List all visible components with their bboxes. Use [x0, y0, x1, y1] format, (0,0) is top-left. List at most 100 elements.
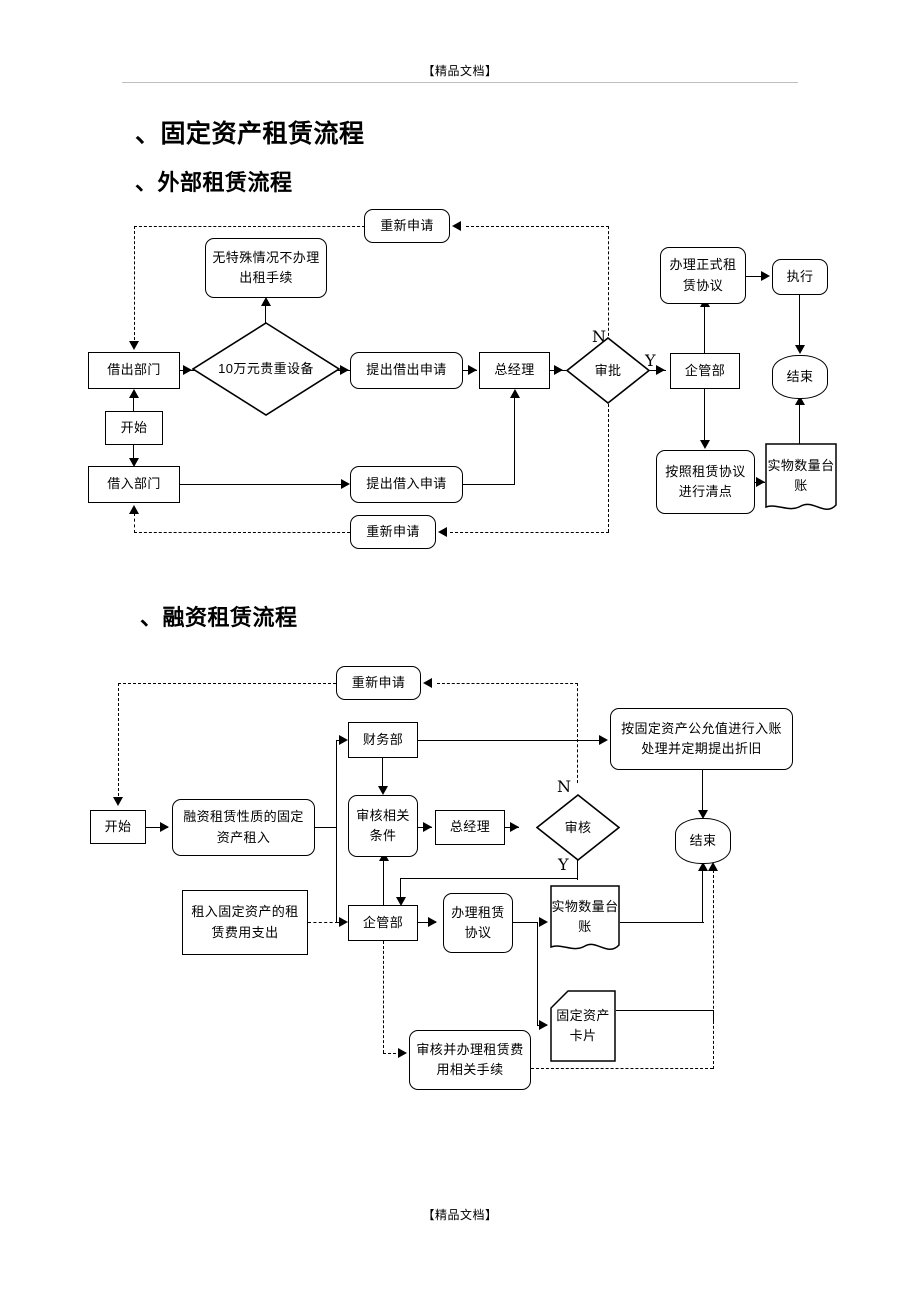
fc2-arrow-to-finance-dept [339, 735, 348, 745]
fc1-node-submit-lend-app[interactable]: 提出借出申请 [350, 352, 463, 389]
fc1-node-formal-agreement[interactable]: 办理正式租赁协议 [660, 247, 746, 304]
fc2-arrow-to-ledger [539, 917, 548, 927]
fc2-start-label: 开始 [104, 818, 132, 834]
fc1-arrow-decision-to-lendapp [340, 365, 349, 375]
fc1-node-start[interactable]: 开始 [105, 411, 163, 445]
fc2-arrow-yes-to-entdept [396, 897, 406, 906]
fc2-arrow-fee-to-end [708, 862, 718, 871]
fc1-line-entdept-down [704, 389, 706, 441]
fc2-node-finance-dept[interactable]: 财务部 [348, 722, 418, 758]
fc2-reapply-label: 重新申请 [351, 674, 406, 690]
fc2-node-physical-ledger[interactable]: 实物数量台账 [550, 885, 620, 957]
fc2-node-lease-agreement[interactable]: 办理租赁协议 [443, 893, 513, 953]
fc1-enterprise-dept-label: 企管部 [684, 362, 726, 378]
fc1-node-inventory-check[interactable]: 按照租赁协议进行清点 [656, 450, 755, 514]
fc2-label-branch-no: N [557, 777, 571, 796]
fc1-node-physical-ledger[interactable]: 实物数量台账 [765, 443, 837, 517]
fc2-line-agreement-right [513, 922, 538, 924]
fc1-line-agreement-to-execute [746, 276, 766, 278]
fc1-node-end[interactable]: 结束 [772, 355, 828, 399]
fc1-decision-equipment-label: 10万元贵重设备 [218, 361, 314, 377]
fc2-arrow-ledger-to-end [698, 862, 708, 871]
fc1-arrow-reapply-top [452, 221, 461, 231]
fc2-dashed-left-down [118, 683, 119, 796]
fc1-node-borrow-dept[interactable]: 借入部门 [88, 466, 180, 503]
fc2-decision-review-shape [536, 794, 620, 861]
fc2-line-finance-to-fairvalue [418, 740, 604, 742]
fc1-arrow-borrowapp-to-gm [510, 389, 520, 398]
fc2-line-yes-down2 [400, 878, 402, 900]
fc1-arrow-entdept-to-check [700, 440, 710, 449]
fc2-dashed-fee-right [531, 1068, 713, 1069]
fc1-submit-lend-app-label: 提出借出申请 [366, 362, 447, 378]
fc2-line-yes-left [400, 878, 578, 880]
fc1-node-submit-borrow-app[interactable]: 提出借入申请 [350, 466, 463, 503]
fc2-dashed-fee-up [713, 870, 714, 1069]
fc1-node-execute[interactable]: 执行 [772, 259, 828, 295]
section-title-external: 、外部租赁流程 [135, 170, 293, 195]
fc1-node-reapply-bottom[interactable]: 重新申请 [350, 515, 436, 549]
fc1-node-reapply-top[interactable]: 重新申请 [364, 209, 450, 243]
header-watermark: 【精品文档】 [422, 64, 498, 78]
fc1-arrow-decision-to-nospecial [261, 297, 271, 306]
fc1-line-borrow-to-borrowapp [180, 484, 345, 486]
fc2-finance-lease-asset-label: 融资租赁性质的固定资产租入 [183, 809, 304, 845]
fc1-decision-equipment[interactable]: 10万元贵重设备 [192, 322, 340, 416]
fc1-arrow-agreement-to-execute [761, 271, 770, 281]
fc2-node-asset-card[interactable]: 固定资产卡片 [550, 990, 616, 1062]
fc2-review-fee-process-label: 审核并办理租赁费用相关手续 [416, 1041, 524, 1077]
fc1-line-start-to-borrow [133, 445, 135, 463]
fc1-no-special-case-label: 无特殊情况不办理出租手续 [212, 249, 320, 285]
fc2-node-lease-expense[interactable]: 租入固定资产的租赁费用支出 [182, 890, 308, 955]
fc2-node-reapply[interactable]: 重新申请 [336, 666, 421, 700]
fc2-node-review-fee-process[interactable]: 审核并办理租赁费用相关手续 [409, 1030, 531, 1090]
fc1-dashed-left-down [134, 226, 135, 340]
fc1-arrow-lendapp-to-gm [468, 365, 477, 375]
fc1-inventory-check-label: 按照租赁协议进行清点 [665, 463, 746, 499]
fc1-node-lend-dept[interactable]: 借出部门 [88, 352, 180, 389]
fc1-dashed-to-reapply-top [466, 226, 609, 227]
fc2-decision-review[interactable]: 审核 [536, 794, 620, 861]
fc2-node-fair-value-entry[interactable]: 按固定资产公允值进行入账处理并定期提出折旧 [610, 708, 793, 770]
footer-watermark: 【精品文档】 [422, 1208, 498, 1222]
fc2-node-end[interactable]: 结束 [675, 818, 731, 864]
fc1-arrow-into-borrow-dept [129, 505, 139, 514]
fc1-line-ledger-to-end [799, 399, 801, 445]
fc1-label-branch-no: N [592, 327, 606, 346]
fc2-node-finance-lease-asset[interactable]: 融资租赁性质的固定资产租入 [172, 799, 315, 856]
fc1-physical-ledger-label: 实物数量台账 [767, 457, 835, 493]
fc2-node-review-conditions[interactable]: 审核相关条件 [348, 795, 418, 857]
fc1-arrow-reapply-bottom [438, 527, 447, 537]
fc2-dashed-expense-to-entdept [308, 922, 338, 923]
fc1-dashed-n-branch-up [608, 226, 609, 346]
fc2-line-entdept-up [383, 860, 385, 906]
fc2-arrow-to-fee-process [398, 1048, 407, 1058]
fc1-arrow-approve-to-entdept [656, 365, 665, 375]
fc2-line-yes-down [577, 858, 579, 880]
fc2-arrow-to-ent-dept [339, 917, 348, 927]
fc2-line-asset-vertical [336, 740, 338, 922]
fc2-node-general-manager[interactable]: 总经理 [435, 810, 505, 845]
fc1-node-no-special-case[interactable]: 无特殊情况不办理出租手续 [205, 238, 327, 298]
fc2-lease-expense-label: 租入固定资产的租赁费用支出 [191, 904, 299, 940]
fc2-node-start[interactable]: 开始 [90, 810, 146, 844]
fc1-decision-approve[interactable]: 审批 [566, 337, 650, 404]
fc1-node-general-manager[interactable]: 总经理 [479, 352, 550, 389]
fc2-line-agreement-down [537, 922, 539, 1025]
fc2-asset-card-label: 固定资产卡片 [556, 1007, 610, 1043]
fc1-dashed-reapply-bottom-left [134, 532, 350, 533]
fc1-arrow-execute-to-end [795, 345, 805, 354]
fc2-dashed-reapply-left [118, 683, 336, 684]
section-title-finance: 、融资租赁流程 [140, 605, 298, 630]
fc1-lend-dept-label: 借出部门 [107, 362, 161, 378]
fc2-arrow-gm-to-decision [510, 822, 519, 832]
fc2-end-label: 结束 [689, 832, 717, 848]
fc1-node-enterprise-dept[interactable]: 企管部 [670, 353, 740, 389]
fc2-lease-agreement-label: 办理租赁协议 [451, 904, 505, 940]
fc2-node-enterprise-dept[interactable]: 企管部 [348, 905, 418, 941]
fc1-line-execute-to-end [799, 295, 801, 347]
fc1-execute-label: 执行 [786, 268, 814, 284]
fc2-review-conditions-label: 审核相关条件 [356, 807, 410, 843]
fc1-arrow-lend-to-decision [183, 365, 192, 375]
